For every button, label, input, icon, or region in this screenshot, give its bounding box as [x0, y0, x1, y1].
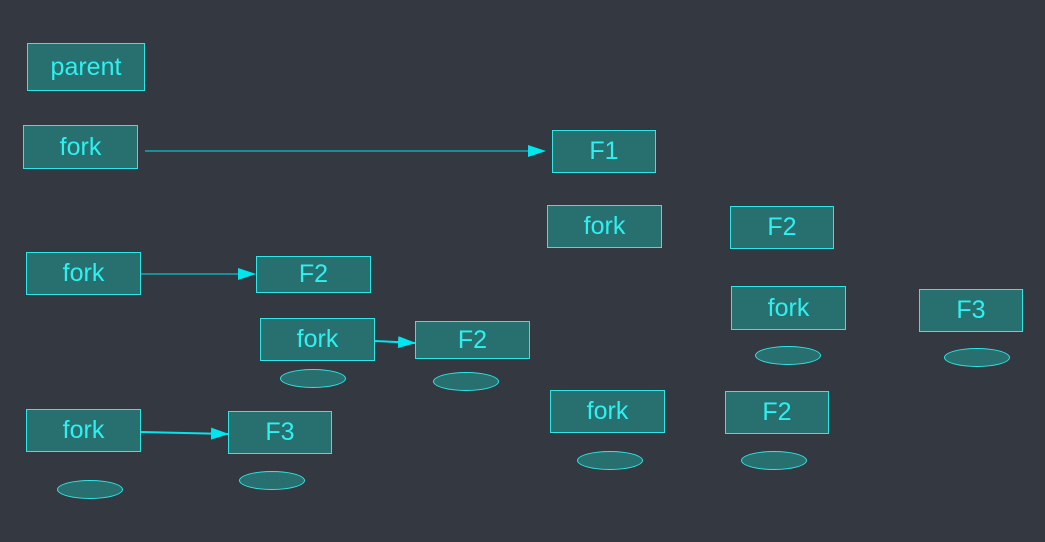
terminal-ellipse: [741, 451, 807, 470]
node-f2: F2: [730, 206, 834, 249]
node-fork: fork: [26, 409, 141, 452]
node-fork: fork: [731, 286, 846, 330]
node-fork: fork: [26, 252, 141, 295]
node-f2: F2: [256, 256, 371, 293]
node-f3: F3: [919, 289, 1023, 332]
node-fork: fork: [260, 318, 375, 361]
node-parent: parent: [27, 43, 145, 91]
node-f2: F2: [725, 391, 829, 434]
terminal-ellipse: [239, 471, 305, 490]
edge-fork-d-to-f3: [140, 427, 229, 440]
terminal-ellipse: [577, 451, 643, 470]
terminal-ellipse: [944, 348, 1010, 367]
node-f1: F1: [552, 130, 656, 173]
terminal-ellipse: [280, 369, 346, 388]
node-fork: fork: [23, 125, 138, 169]
node-f3: F3: [228, 411, 332, 454]
terminal-ellipse: [433, 372, 499, 391]
terminal-ellipse: [57, 480, 123, 499]
node-fork: fork: [550, 390, 665, 433]
node-f2: F2: [415, 321, 530, 359]
node-fork: fork: [547, 205, 662, 248]
terminal-ellipse: [755, 346, 821, 365]
edge-fork-c-to-f2: [374, 336, 416, 349]
